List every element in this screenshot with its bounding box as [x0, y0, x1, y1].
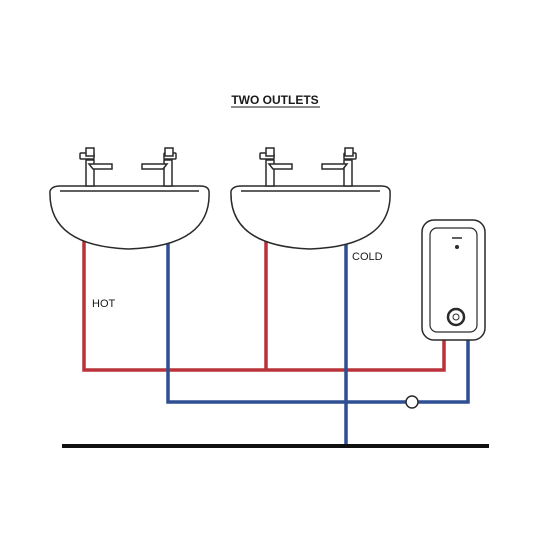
diagram-title: TWO OUTLETS	[231, 93, 318, 107]
tap-hot-icon	[259, 147, 293, 187]
cold-pipe-basin-1	[166, 242, 470, 404]
tap-cold-icon	[321, 147, 357, 187]
heater-dial-center	[452, 313, 460, 321]
heater-front-panel	[429, 227, 478, 333]
basin-bowl	[49, 185, 210, 250]
basin-bowl	[230, 185, 391, 250]
cold-label: COLD	[352, 251, 383, 263]
basin-left	[49, 147, 210, 250]
pipe-network	[82, 238, 470, 446]
hot-pipe-basin-1	[82, 238, 446, 372]
hot-label: HOT	[92, 298, 116, 310]
heater-indicator-light	[455, 245, 459, 249]
tap-cold-icon	[141, 147, 177, 187]
valve-icon	[405, 395, 419, 409]
diagram-title-group: TWO OUTLETS	[231, 93, 320, 108]
tap-hot-icon	[79, 147, 113, 187]
basin-right	[230, 147, 391, 250]
water-heater	[421, 219, 486, 341]
